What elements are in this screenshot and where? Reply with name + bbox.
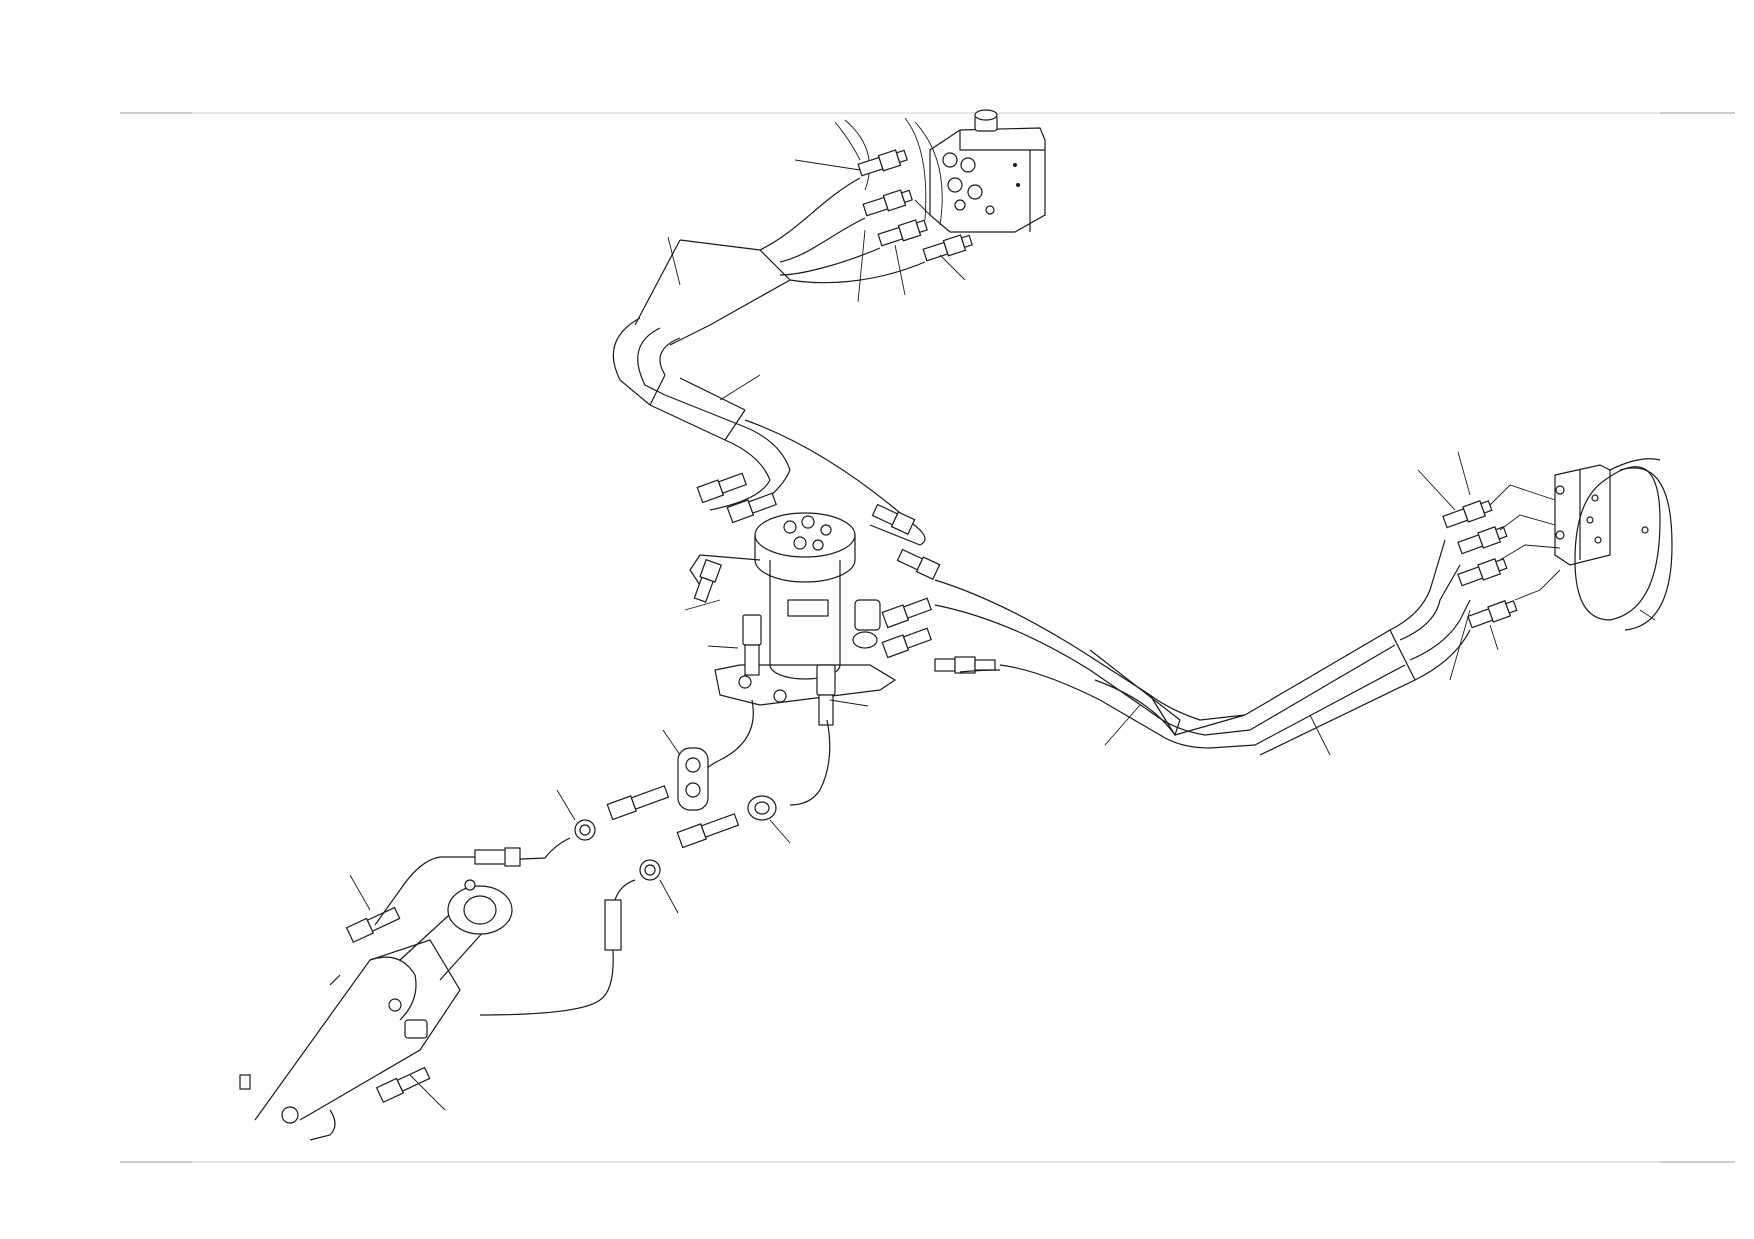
callout-leaders xyxy=(349,159,1656,1111)
upper-hose-bundle xyxy=(612,177,926,546)
cylinder-hoses xyxy=(399,669,1001,1016)
right-travel-motor xyxy=(1554,458,1673,631)
boom-cylinder xyxy=(239,879,513,1141)
center-swivel-joint xyxy=(689,512,897,706)
upper-hose-fittings xyxy=(857,149,973,262)
upper-travel-motor xyxy=(834,109,1046,233)
right-hose-fittings xyxy=(1442,484,1561,629)
page-frame xyxy=(120,112,1735,1163)
swivel-fittings xyxy=(693,472,996,726)
right-hose-bundle xyxy=(934,539,1471,756)
